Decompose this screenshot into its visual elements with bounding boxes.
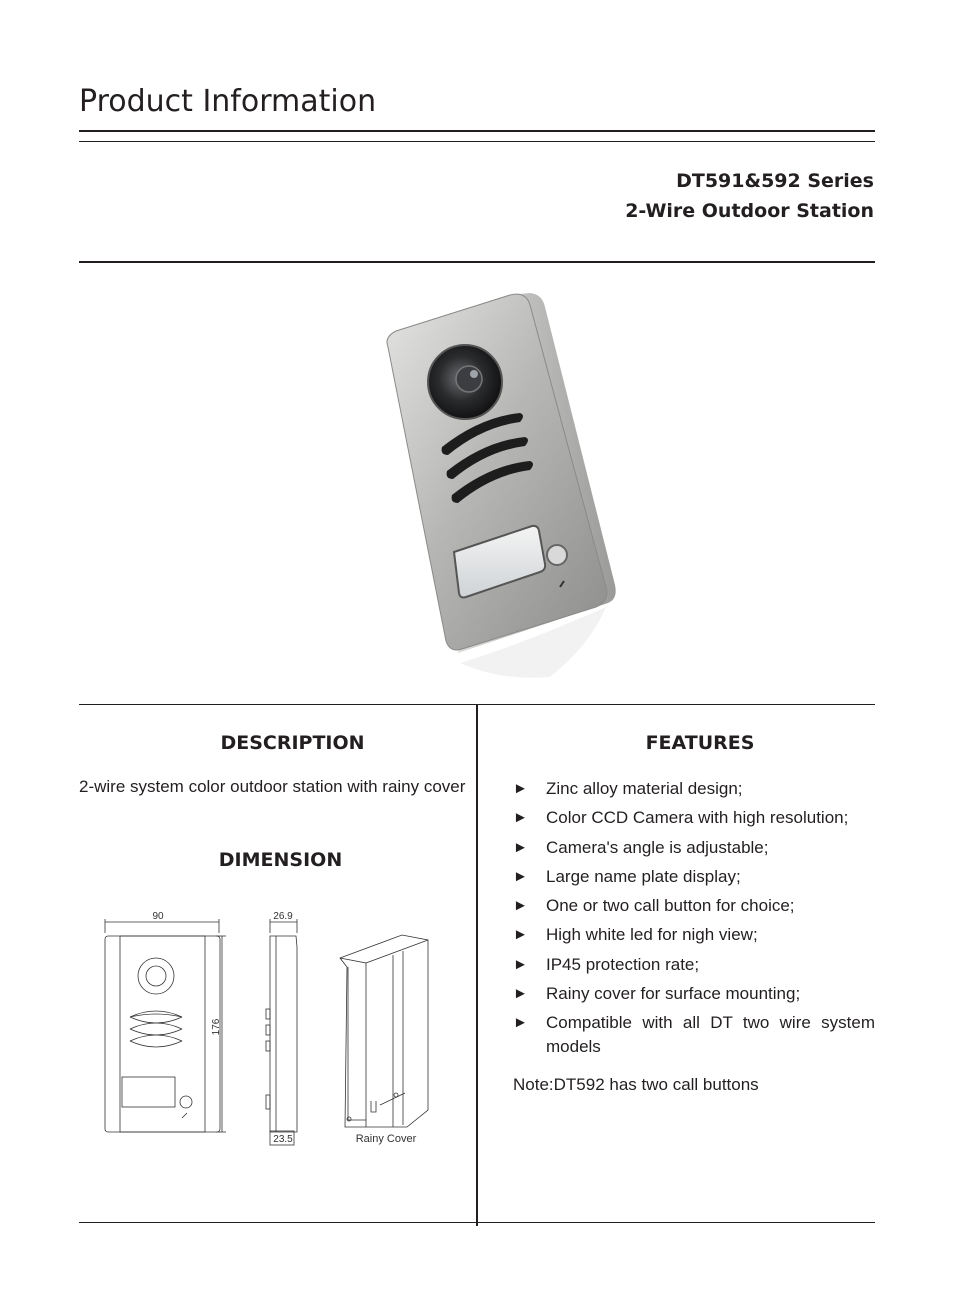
bullet-icon: ► (513, 985, 528, 1003)
bullet-icon: ► (513, 838, 528, 856)
reflection (460, 607, 606, 678)
dimension-heading: DIMENSION (218, 849, 343, 871)
rainy-cover-label: Rainy Cover (356, 1133, 417, 1145)
product-title-block: DT591&592 Series 2-Wire Outdoor Station (625, 166, 874, 226)
list-item: ►IP45 protection rate; (513, 953, 875, 977)
front-view (104, 919, 226, 1133)
bullet-icon: ► (513, 897, 528, 915)
side-view (265, 919, 298, 1146)
width-label: 90 (152, 911, 164, 922)
product-photo (386, 293, 616, 678)
bullet-icon: ► (513, 867, 528, 885)
description-heading: DESCRIPTION (220, 732, 365, 754)
depth-top-label: 26.9 (273, 911, 293, 922)
section-bottom-rule (79, 1222, 875, 1223)
bullet-icon: ► (513, 955, 528, 973)
list-item: ►High white led for nigh view; (513, 923, 875, 947)
list-item: ►Zinc alloy material design; (513, 777, 875, 801)
bullet-icon: ► (513, 926, 528, 944)
product-name: 2-Wire Outdoor Station (625, 200, 874, 222)
list-item: ►One or two call button for choice; (513, 894, 875, 918)
dimension-drawing: 90 176 26.9 23.5 Rainy Cover (104, 911, 429, 1146)
header-bottom-rule (79, 261, 875, 263)
features-note: Note:DT592 has two call buttons (513, 1075, 759, 1094)
description-text: 2-wire system color outdoor station with… (79, 777, 466, 796)
title-thin-rule (79, 141, 875, 142)
depth-bottom-label: 23.5 (273, 1134, 293, 1145)
features-heading: FEATURES (645, 732, 755, 754)
page-title: Product Information (79, 84, 377, 119)
bullet-icon: ► (513, 1014, 528, 1032)
speaker-slot-icon (441, 413, 523, 455)
title-rule (79, 130, 875, 132)
column-divider (476, 704, 478, 1226)
call-button-icon (546, 544, 568, 566)
bullet-icon: ► (513, 780, 528, 797)
series-name: DT591&592 Series (676, 170, 874, 192)
rainy-cover-drawing (339, 934, 429, 1128)
list-item: ►Rainy cover for surface mounting; (513, 982, 875, 1006)
bullet-icon: ► (513, 809, 528, 827)
feature-list: ►Zinc alloy material design; ►Color CCD … (513, 777, 875, 1065)
name-plate (452, 524, 547, 599)
list-item: ►Large name plate display; (513, 865, 875, 889)
list-item: ►Compatible with all DT two wire system … (513, 1013, 875, 1057)
height-label: 176 (211, 1018, 222, 1035)
list-item: ►Camera's angle is adjustable; (513, 836, 875, 860)
list-item: ►Color CCD Camera with high resolution; (513, 806, 875, 830)
